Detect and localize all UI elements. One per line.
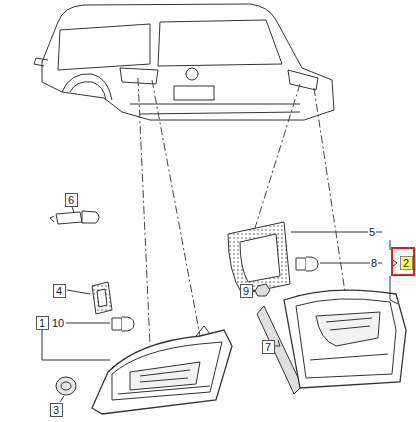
callout-number: 5 <box>368 226 376 238</box>
callout-number: 9 <box>243 285 249 297</box>
callout-box: 2 <box>400 256 413 270</box>
callout-number: 3 <box>53 404 59 416</box>
callout-number: 7 <box>265 341 271 353</box>
callout-box: 4 <box>53 284 66 298</box>
callout-box: 1 <box>36 316 49 330</box>
callout-box: 9 <box>240 284 253 298</box>
callout-box: 6 <box>65 193 78 207</box>
callout-number: 2 <box>403 257 409 269</box>
callout-number: 8 <box>370 257 378 269</box>
callout-number: 1 <box>39 317 45 329</box>
callout-number: 6 <box>68 194 74 206</box>
callout-number: 10 <box>51 317 65 329</box>
callout-box: 3 <box>50 403 63 417</box>
callout-number: 4 <box>56 285 62 297</box>
callout-box: 7 <box>262 340 275 354</box>
